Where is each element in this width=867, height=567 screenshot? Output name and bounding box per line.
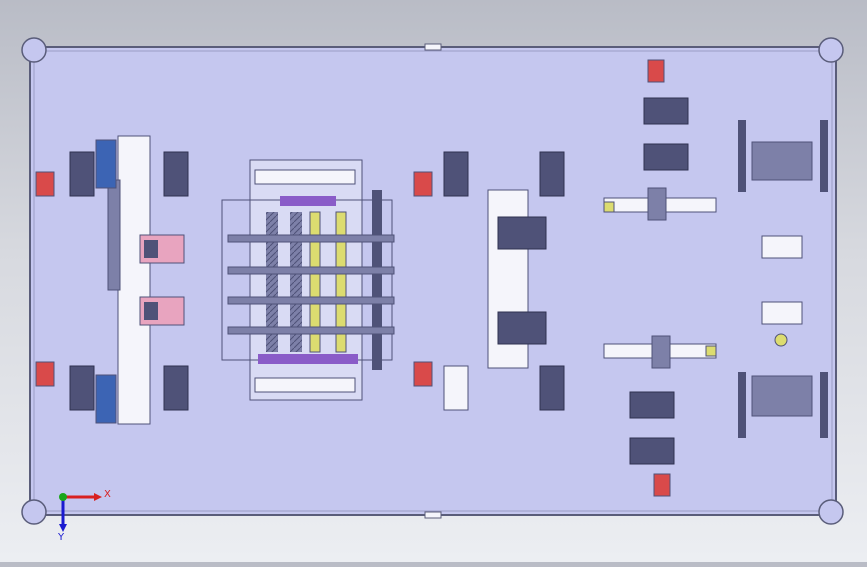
plate-notch-top [424,43,442,51]
roller-unit[interactable] [221,159,395,401]
cross-bar [227,296,395,305]
robot-head[interactable] [751,141,813,181]
y-arrowhead [59,524,67,532]
red-sensor[interactable] [413,361,433,387]
left-conveyor-station[interactable] [35,135,189,425]
plate-notch-bottom [424,511,442,519]
corner-foot-bottom-left [21,499,47,525]
corner-foot-top-left [21,37,47,63]
cylinder-block[interactable] [69,151,95,197]
cylinder-block[interactable] [163,151,189,197]
yellow-roller[interactable] [309,211,321,353]
x-arrowhead [94,493,102,501]
yellow-roller[interactable] [335,211,347,353]
base-plate[interactable] [21,37,844,525]
red-sensor[interactable] [647,59,665,83]
middle-station[interactable] [413,151,565,411]
cross-bar [227,326,395,335]
motor-block[interactable] [497,216,547,250]
red-sensor[interactable] [413,171,433,197]
corner-foot-bottom-right [818,499,844,525]
cylinder-block[interactable] [163,365,189,411]
right-robot-station[interactable] [603,59,828,497]
x-axis-label: X [104,489,111,500]
origin-dot [59,493,67,501]
robot-head[interactable] [751,375,813,417]
motor-block[interactable] [497,311,547,345]
cross-bar [227,234,395,243]
cylinder-block[interactable] [69,365,95,411]
vertical-shaft [372,190,382,370]
red-sensor[interactable] [35,361,55,387]
coordinate-triad: X Y [57,489,111,543]
cross-bar [227,266,395,275]
red-sensor[interactable] [35,171,55,197]
red-sensor[interactable] [653,473,671,497]
y-axis-label: Y [57,532,65,543]
corner-foot-top-right [818,37,844,63]
